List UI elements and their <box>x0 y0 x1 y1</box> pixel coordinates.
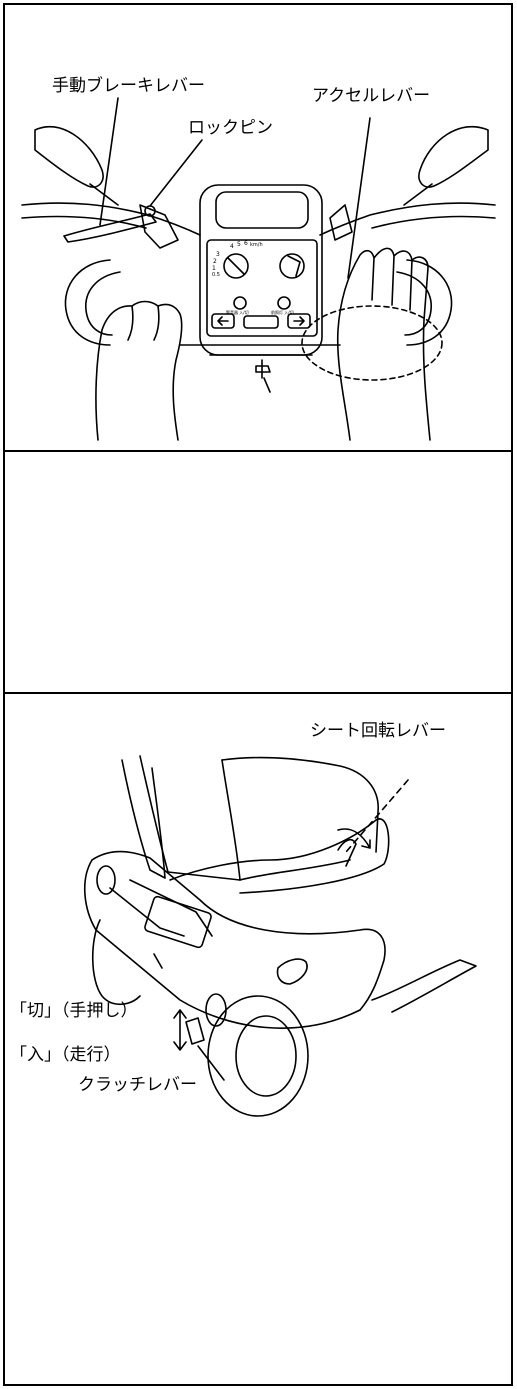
horn-switch <box>233 296 247 310</box>
direction-knob <box>279 253 305 279</box>
right-wheel <box>207 995 309 1117</box>
console-top <box>215 191 309 229</box>
accelerator-highlight <box>301 305 443 381</box>
label-clutch-on: 「入」（走行） <box>10 1045 121 1065</box>
leader-seat-rotation <box>345 779 409 853</box>
handlebar-right <box>319 202 496 236</box>
turn-left-button <box>211 313 235 329</box>
speed-tick-half: 0.5 <box>212 272 220 278</box>
control-panel <box>206 239 318 337</box>
handlebar-left <box>21 202 201 236</box>
left-grip <box>64 259 111 346</box>
left-wheel <box>91 919 141 1006</box>
rear-light-right <box>276 958 308 985</box>
divider-top <box>3 450 513 452</box>
left-mirror <box>34 125 104 188</box>
label-clutch-off: 「切」（手押し） <box>10 1001 138 1021</box>
seat-cushion <box>169 818 390 894</box>
left-rear-light <box>96 865 116 895</box>
label-manual-brake-lever: 手動ブレーキレバー <box>52 76 205 96</box>
speed-tick-3: 3 <box>216 251 220 258</box>
seat-back <box>121 759 166 879</box>
handlebar-illustration <box>21 97 496 441</box>
scooter-body <box>91 850 386 1011</box>
right-grip <box>406 259 453 346</box>
label-clutch-lever: クラッチレバー <box>78 1075 197 1095</box>
right-mirror <box>418 125 489 188</box>
brake-lever <box>63 213 157 243</box>
seat-rotation-lever <box>337 838 357 867</box>
speed-tick-6: 6 <box>244 240 248 247</box>
right-hand <box>336 247 431 441</box>
leader-accel <box>347 117 371 279</box>
clutch-lever <box>185 1017 205 1045</box>
rear-panel <box>144 895 212 949</box>
speed-tick-2: 2 <box>213 258 217 265</box>
clutch-arrow <box>173 1009 187 1051</box>
ignition-key <box>255 359 271 393</box>
label-seat-rotation-lever: シート回転レバー <box>310 721 446 741</box>
divider-middle <box>3 692 513 694</box>
label-accelerator-lever: アクセルレバー <box>312 86 431 106</box>
speed-tick-1: 1 <box>212 265 216 272</box>
turn-right-button <box>287 313 311 329</box>
light-switch <box>277 296 291 310</box>
panel-caption-left: 警音器 入/切 <box>226 310 249 315</box>
leader-clutch <box>197 1045 225 1081</box>
panel-caption-right: 前照灯 入/切 <box>271 310 294 315</box>
leader-lockpin <box>149 139 203 207</box>
speed-unit: km/h <box>250 242 263 248</box>
right-mirror-stem <box>403 183 433 206</box>
leader-brake <box>99 97 119 226</box>
speed-knob <box>223 253 249 279</box>
speed-tick-4: 4 <box>230 243 234 250</box>
label-lock-pin: ロックピン <box>188 118 273 138</box>
rotation-arrow <box>337 828 371 849</box>
page-frame <box>3 3 513 1386</box>
speed-tick-5: 5 <box>237 241 241 248</box>
center-button <box>243 315 279 329</box>
right-front-light <box>205 993 227 1027</box>
